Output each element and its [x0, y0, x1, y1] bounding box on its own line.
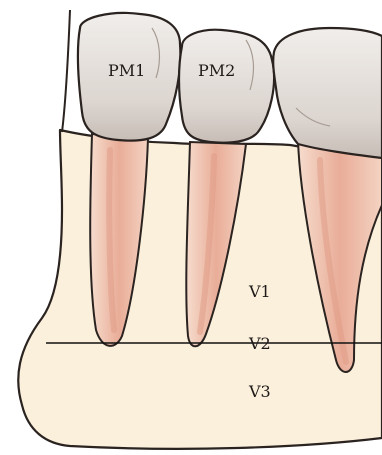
label-pm2: PM2 [198, 61, 235, 80]
label-v3: V3 [248, 382, 271, 401]
molar-crown [273, 28, 382, 158]
label-v1: V1 [248, 282, 271, 301]
label-pm1: PM1 [108, 61, 145, 80]
pm2-crown [179, 30, 274, 143]
label-v2: V2 [248, 334, 271, 353]
gingiva-edge-line [62, 10, 70, 132]
